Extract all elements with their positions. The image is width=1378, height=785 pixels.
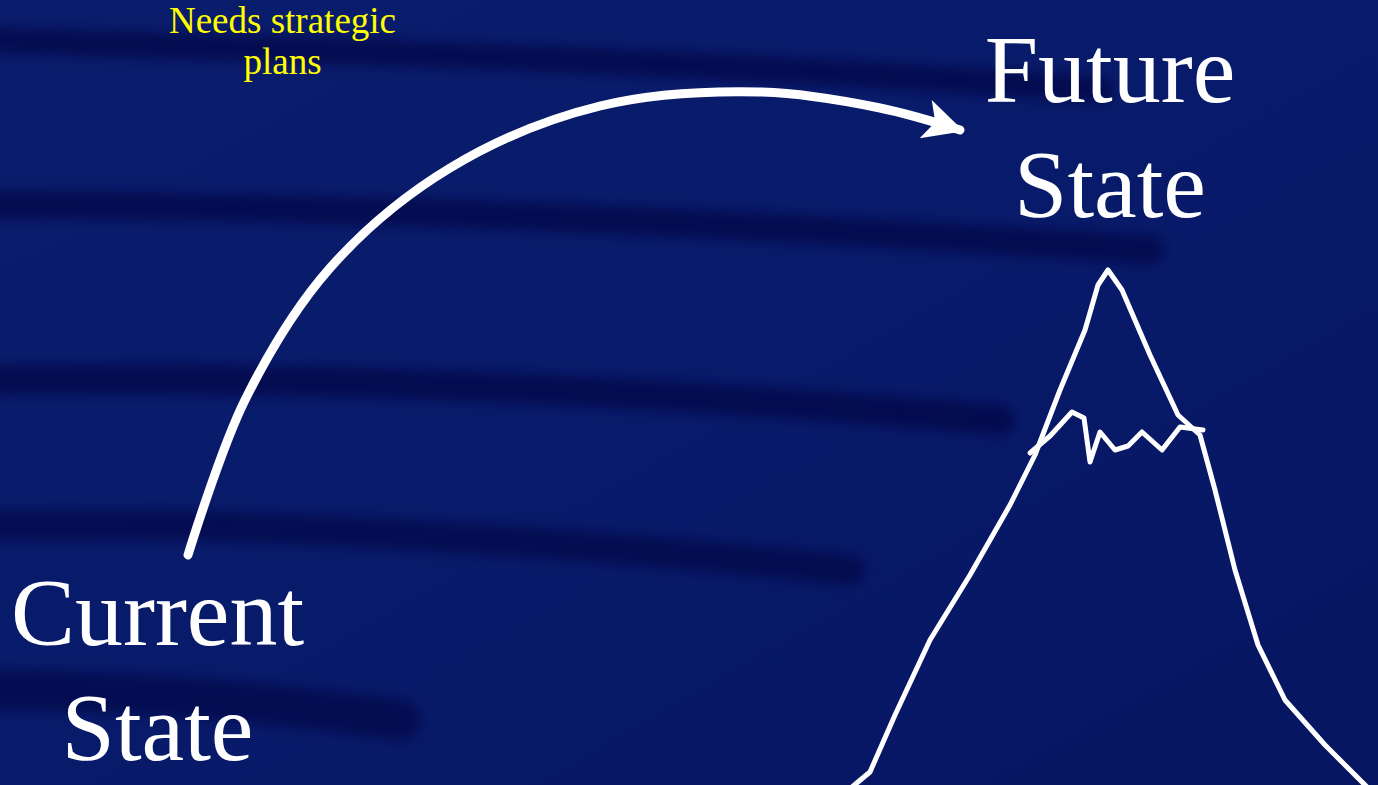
state-node: Current State (0, 555, 315, 785)
state-node: Future State (960, 12, 1260, 242)
mountain-illustration (840, 270, 1372, 785)
mountain-outline (840, 270, 1372, 785)
curved-arrow (188, 92, 960, 555)
streak (0, 379, 1000, 420)
streak (0, 205, 1150, 250)
state-label: Current State (0, 555, 315, 785)
snow-line (1030, 412, 1203, 462)
streak (0, 40, 1100, 90)
state-label: Future State (960, 12, 1260, 242)
edge-label: Needs strategic plans (160, 0, 405, 82)
